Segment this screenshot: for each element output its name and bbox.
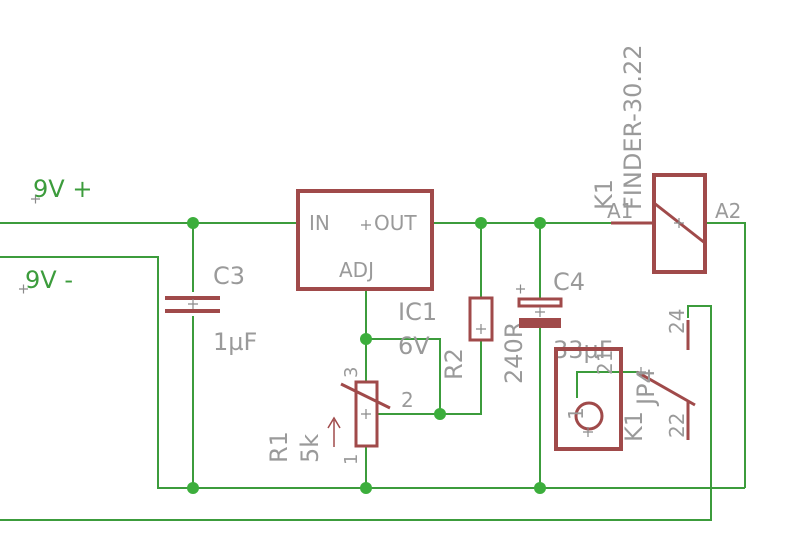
r1-pin-2: 2 [401, 388, 414, 412]
junction-dot [187, 217, 199, 229]
ic1-pin-out: OUT [374, 211, 417, 235]
relay-contact-k1: 24 21 22 K1 JP4 [593, 309, 696, 442]
k1-pin-21: 21 [593, 350, 617, 375]
ic1-pin-in: IN [309, 211, 330, 235]
origin-cross [31, 194, 40, 204]
origin-cross [583, 427, 593, 437]
r2-value: 240R [500, 322, 528, 384]
capacitor-c3: C3 1µF [165, 262, 257, 356]
k1-contact-name: K1 [620, 411, 648, 442]
ic1-pin-adj: ADJ [339, 258, 374, 282]
origin-cross [476, 324, 486, 334]
junction-dot [360, 333, 372, 345]
relay-coil-k1: A1 A2 K1 FINDER-30.22 [590, 44, 741, 274]
junction-dot [187, 482, 199, 494]
wire-adj-loop [366, 338, 441, 414]
c3-name: C3 [213, 262, 245, 290]
wire-relay-a2 [705, 222, 746, 488]
junction-dot [534, 217, 546, 229]
net-label-vplus: 9V + [33, 175, 92, 203]
origin-cross [516, 284, 525, 294]
r1-adjust-arrow-head [327, 416, 341, 429]
wire-contact-21 [576, 371, 638, 398]
jp4-body [554, 347, 623, 451]
origin-cross [188, 299, 198, 309]
k1-pin-a2: A2 [715, 199, 741, 223]
junction-dot [475, 217, 487, 229]
ic1-body [296, 189, 434, 291]
r2-name: R2 [440, 348, 468, 380]
c3-value: 1µF [213, 328, 257, 356]
junction-dot [534, 482, 546, 494]
connector-jp4: 1 [554, 347, 623, 451]
net-labels: 9V + 9V - [19, 175, 92, 294]
r1-name: R1 [265, 431, 293, 463]
potentiometer-r1: 3 2 1 R1 5k [265, 367, 414, 465]
r1-value: 5k [296, 434, 324, 463]
r1-pin-3: 3 [341, 367, 362, 378]
c4-plate-neg [519, 318, 561, 328]
r1-wiper-line [340, 382, 391, 410]
jp4-pin-1: 1 [564, 407, 588, 420]
k1-pin-22: 22 [665, 413, 689, 438]
jp4-pin-circle [574, 401, 604, 431]
r1-body [354, 380, 379, 448]
origin-cross [19, 284, 28, 294]
wires [0, 222, 746, 521]
origin-cross [674, 218, 684, 228]
k1-contact-arm [636, 370, 696, 407]
origin-cross [361, 409, 371, 419]
origin-cross [361, 220, 371, 230]
wire-vminus [0, 256, 745, 489]
wire-r2-bottom [440, 340, 482, 415]
k1-pin-24: 24 [665, 309, 689, 334]
k1-value: FINDER-30.22 [619, 44, 647, 210]
k1-name: K1 [590, 179, 618, 210]
c4-plate-pos [517, 297, 563, 308]
origin-cross [636, 367, 646, 377]
ic1-name: IC1 [398, 298, 437, 326]
ic1-value: 6V [398, 332, 430, 360]
junction-dot [360, 482, 372, 494]
junction-dot [434, 408, 446, 420]
c4-name: C4 [553, 268, 585, 296]
k1-contact-value: JP4 [632, 368, 660, 407]
ic1-regulator: IN OUT ADJ IC1 6V [296, 189, 437, 360]
k1-pin-a1: A1 [607, 199, 633, 223]
junctions [187, 217, 546, 494]
net-label-vminus: 9V - [25, 266, 73, 294]
r2-body [468, 296, 494, 342]
r1-pin-1: 1 [341, 454, 362, 465]
origin-cross [535, 307, 545, 317]
resistor-r2: R2 240R [440, 296, 528, 384]
wire-contact-24 [0, 305, 712, 521]
